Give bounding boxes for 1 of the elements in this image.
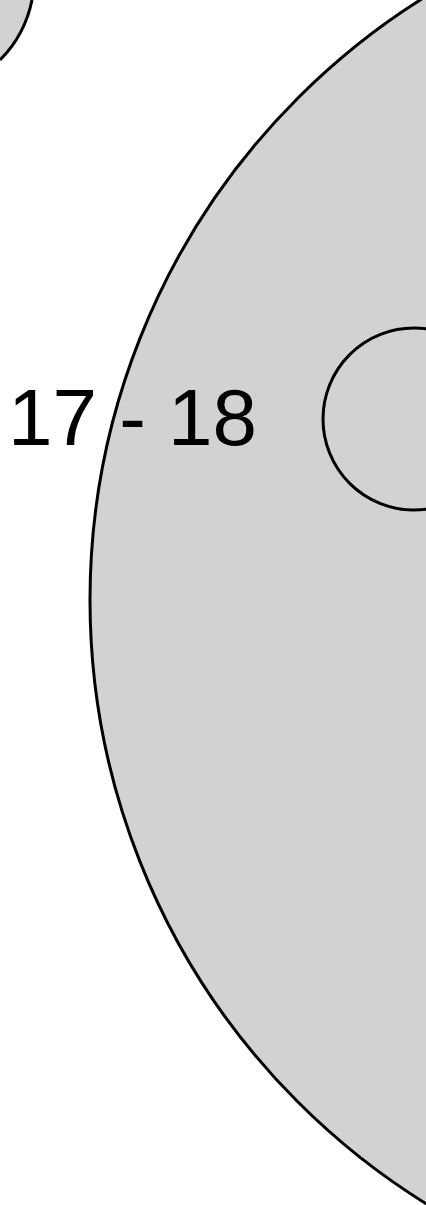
callout-number: 17 - 18	[8, 378, 258, 458]
